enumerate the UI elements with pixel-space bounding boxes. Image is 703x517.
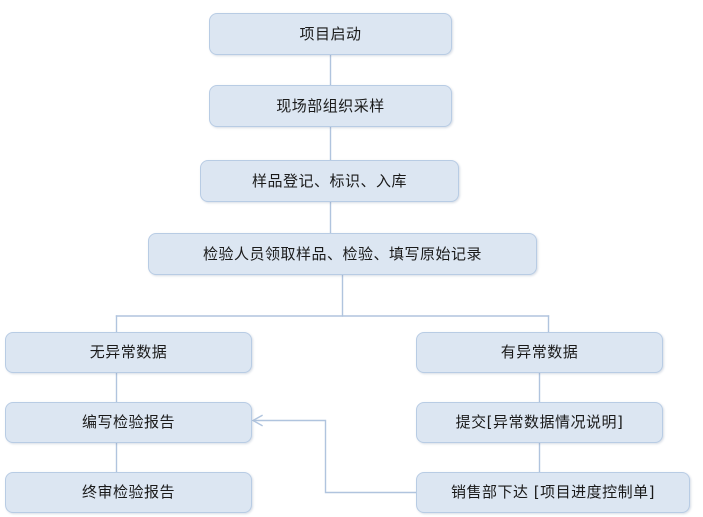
node-label-submit-abnormal-explanation: 提交[异常数据情况说明] — [455, 413, 624, 431]
node-field-sampling[interactable]: 现场部组织采样 — [209, 85, 452, 127]
node-no-abnormal-data[interactable]: 无异常数据 — [5, 332, 252, 373]
node-label-sample-registration: 样品登记、标识、入库 — [251, 171, 407, 190]
node-write-report[interactable]: 编写检验报告 — [5, 402, 252, 443]
node-label-sales-progress-control: 销售部下达 [项目进度控制单] — [451, 483, 655, 501]
node-submit-abnormal-explanation[interactable]: 提交[异常数据情况说明] — [416, 402, 663, 443]
node-label-has-abnormal-data: 有异常数据 — [500, 343, 579, 361]
node-label-no-abnormal-data: 无异常数据 — [89, 343, 168, 361]
node-inspection-record[interactable]: 检验人员领取样品、检验、填写原始记录 — [148, 233, 537, 275]
node-final-review-report[interactable]: 终审检验报告 — [5, 472, 252, 513]
node-sales-progress-control[interactable]: 销售部下达 [项目进度控制单] — [416, 472, 690, 513]
node-label-field-sampling: 现场部组织采样 — [276, 96, 385, 115]
node-label-final-review-report: 终审检验报告 — [81, 483, 175, 501]
connector-feedback-loop — [253, 419, 417, 494]
node-label-project-start: 项目启动 — [299, 24, 362, 43]
node-label-write-report: 编写检验报告 — [81, 413, 175, 431]
node-project-start[interactable]: 项目启动 — [209, 13, 452, 55]
node-label-inspection-record: 检验人员领取样品、检验、填写原始记录 — [202, 244, 482, 263]
node-sample-registration[interactable]: 样品登记、标识、入库 — [200, 160, 459, 202]
feedback-arrowhead-icon — [251, 414, 263, 427]
node-has-abnormal-data[interactable]: 有异常数据 — [416, 332, 663, 373]
